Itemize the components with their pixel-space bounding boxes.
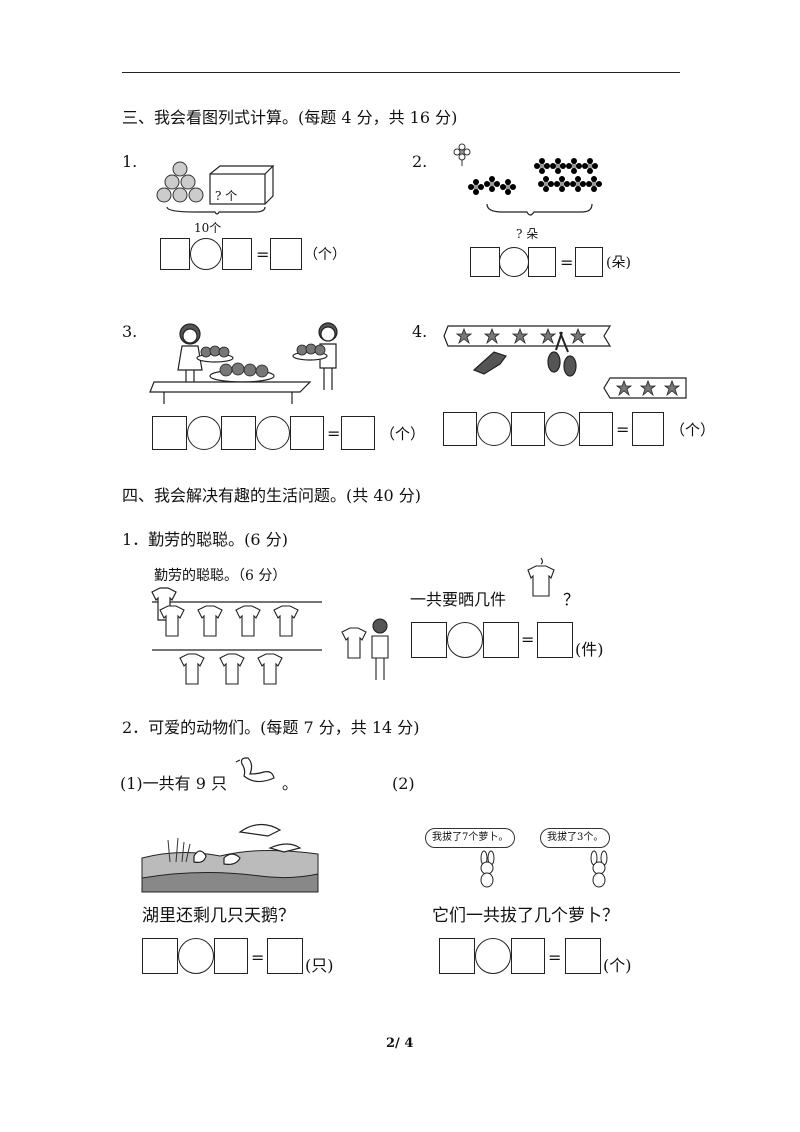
q3-operator-circle-2[interactable] xyxy=(256,416,290,450)
problem-2-right-answer-box-2[interactable] xyxy=(511,938,545,974)
problem-1-picture-caption: 勤劳的聪聪。（6 分） xyxy=(154,568,287,584)
problem-2-title: 2．可爱的动物们。(每题 7 分，共 14 分) xyxy=(122,718,420,737)
problem-2-sub1-suffix: 。 xyxy=(282,774,299,793)
problem-2-right-answer-box-1[interactable] xyxy=(439,938,475,974)
section-4-heading: 四、我会解决有趣的生活问题。(共 40 分) xyxy=(122,486,422,505)
swan-icon xyxy=(235,757,275,783)
q4-equals: = xyxy=(616,420,630,439)
q3-children-table-apples-picture xyxy=(149,322,338,404)
problem-2-left-answer-box-2[interactable] xyxy=(214,938,248,974)
q1-answer-box-1[interactable] xyxy=(160,238,190,270)
q4-answer-box-2[interactable] xyxy=(511,412,545,446)
rabbit-right-picture xyxy=(590,850,608,888)
q1-number: 1. xyxy=(122,152,138,171)
q4-stars-ribbon-scissors-picture xyxy=(443,325,687,399)
q1-equals: = xyxy=(256,245,270,264)
problem-1-equals: = xyxy=(521,630,535,649)
q2-equals: = xyxy=(560,253,574,272)
lake-swans-picture xyxy=(141,823,319,893)
q1-box-label: ? 个 xyxy=(215,189,238,203)
problem-2-sub1-prefix: (1)一共有 9 只 xyxy=(120,774,228,793)
problem-2-sub2-label: (2) xyxy=(392,774,415,793)
problem-2-question-right: 它们一共拔了几个萝卜？ xyxy=(432,906,619,926)
q2-unit: (朵) xyxy=(606,255,631,271)
problem-2-left-answer-box-1[interactable] xyxy=(142,938,178,974)
problem-1-clothesline-picture xyxy=(151,587,389,685)
q1-total-label: 10个 xyxy=(194,221,222,235)
q1-answer-box-2[interactable] xyxy=(222,238,252,270)
q4-number: 4. xyxy=(412,322,428,341)
problem-1-question-suffix: ？ xyxy=(563,590,580,609)
problem-2-question-left: 湖里还剩几只天鹅？ xyxy=(142,906,295,926)
section-3-heading: 三、我会看图列式计算。(每题 4 分，共 16 分) xyxy=(122,108,458,127)
problem-2-right-result-box[interactable] xyxy=(565,938,601,974)
problem-1-answer-box-2[interactable] xyxy=(483,622,519,658)
speech-bubble-left: 我拔了7个萝卜。 xyxy=(425,828,516,848)
page-number: 2/ 4 xyxy=(386,1036,414,1051)
problem-1-question-prefix: 一共要晒几件 xyxy=(410,590,507,609)
problem-1-operator-circle[interactable] xyxy=(447,622,483,658)
q2-flowers-picture xyxy=(453,143,603,216)
q2-result-box[interactable] xyxy=(575,247,603,277)
q3-answer-box-2[interactable] xyxy=(221,416,256,450)
problem-2-left-unit: (只) xyxy=(305,956,334,975)
q2-number: 2. xyxy=(412,152,428,171)
problem-2-left-equals: = xyxy=(251,948,265,967)
q3-operator-circle-1[interactable] xyxy=(187,416,221,450)
problem-2-left-operator-circle[interactable] xyxy=(178,938,214,974)
q1-result-box[interactable] xyxy=(270,238,302,270)
q4-answer-box-1[interactable] xyxy=(443,412,477,446)
q2-question-label: ? 朵 xyxy=(516,227,539,241)
q2-operator-circle[interactable] xyxy=(499,247,529,277)
problem-2-right-unit: (个) xyxy=(603,956,632,975)
top-rule xyxy=(122,72,680,73)
problem-1-unit: (件) xyxy=(575,640,604,659)
q3-answer-box-3[interactable] xyxy=(290,416,324,450)
problem-1-result-box[interactable] xyxy=(537,622,573,658)
rabbit-left-picture xyxy=(480,850,495,888)
problem-1-title: 1．勤劳的聪聪。(6 分) xyxy=(122,530,288,549)
speech-bubble-right: 我拔了3个。 xyxy=(540,828,611,848)
q4-operator-circle-2[interactable] xyxy=(545,412,579,446)
q4-result-box[interactable] xyxy=(632,412,664,446)
q1-unit: （个） xyxy=(304,247,346,263)
q4-unit: （个） xyxy=(670,421,716,439)
q1-operator-circle[interactable] xyxy=(190,238,222,270)
q2-answer-box-2[interactable] xyxy=(528,247,556,277)
problem-2-right-equals: = xyxy=(548,948,562,967)
q3-result-box[interactable] xyxy=(341,416,375,450)
q3-unit: （个） xyxy=(380,425,426,443)
shirt-icon xyxy=(527,557,555,597)
problem-2-left-result-box[interactable] xyxy=(267,938,303,974)
q3-equals: = xyxy=(327,424,341,443)
problem-2-right-operator-circle[interactable] xyxy=(475,938,511,974)
q3-answer-box-1[interactable] xyxy=(152,416,187,450)
q4-operator-circle-1[interactable] xyxy=(477,412,511,446)
q4-answer-box-3[interactable] xyxy=(579,412,613,446)
q1-balls-and-box-picture xyxy=(156,161,275,215)
problem-1-answer-box-1[interactable] xyxy=(411,622,447,658)
q2-answer-box-1[interactable] xyxy=(470,247,500,277)
q3-number: 3. xyxy=(122,322,138,341)
